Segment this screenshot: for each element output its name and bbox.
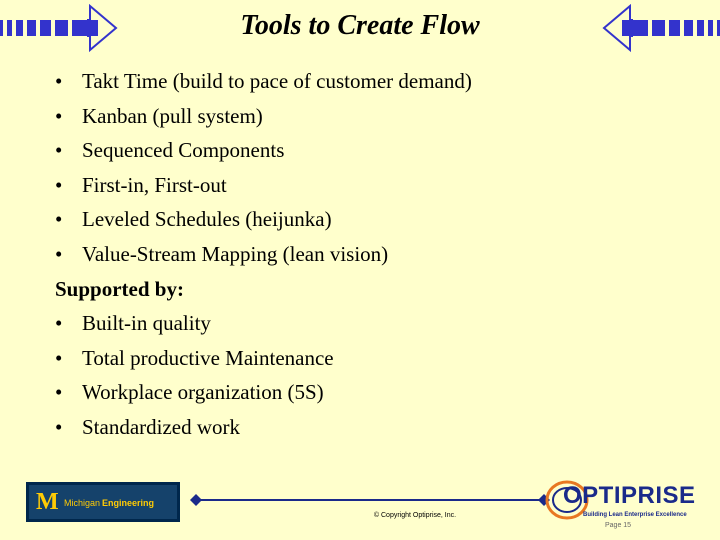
- right-decorative-arrow: [602, 4, 720, 53]
- slide-title: Tools to Create Flow: [240, 10, 480, 41]
- list-item: • Kanban (pull system): [55, 99, 695, 134]
- copyright-text: © Copyright Optiprise, Inc.: [373, 512, 457, 519]
- bullet-icon: •: [55, 207, 63, 232]
- list-item-text: Sequenced Components: [82, 138, 285, 163]
- optiprise-logo: OPTIPRISE Building Lean Enterprise Excel…: [545, 478, 695, 526]
- list-item: • Takt Time (build to pace of customer d…: [55, 64, 695, 99]
- list-item: • Built-in quality: [55, 306, 695, 341]
- list-item: • Standardized work: [55, 410, 695, 445]
- optiprise-wordmark: OPTIPRISE: [563, 482, 696, 509]
- list-item-text: Built-in quality: [82, 311, 211, 336]
- bullet-icon: •: [55, 103, 63, 128]
- list-item: • Value-Stream Mapping (lean vision): [55, 237, 695, 272]
- bullet-icon: •: [55, 138, 63, 163]
- list-item: • Leveled Schedules (heijunka): [55, 202, 695, 237]
- engineering-text: Engineering: [102, 498, 154, 508]
- list-item-text: Standardized work: [82, 414, 241, 439]
- michigan-text: Michigan: [64, 498, 100, 508]
- bullet-icon: •: [55, 380, 63, 405]
- list-item-text: First-in, First-out: [82, 172, 227, 197]
- list-item-text: Total productive Maintenance: [82, 345, 334, 370]
- supported-by-heading: Supported by:: [55, 276, 184, 301]
- list-item-text: Workplace organization (5S): [82, 380, 324, 405]
- list-item-text: Kanban (pull system): [82, 103, 263, 128]
- bullet-icon: •: [55, 172, 63, 197]
- bullet-icon: •: [55, 69, 63, 93]
- bullet-icon: •: [55, 414, 63, 439]
- list-item: • Workplace organization (5S): [55, 375, 695, 410]
- optiprise-tagline: Building Lean Enterprise Excellence: [583, 512, 687, 518]
- list-item: • Sequenced Components: [55, 133, 695, 168]
- list-item-text: Takt Time (build to pace of customer dem…: [82, 69, 472, 93]
- bullet-icon: •: [55, 345, 63, 370]
- list-item-text: Leveled Schedules (heijunka): [82, 207, 332, 232]
- footer-divider-line: [190, 494, 550, 506]
- left-decorative-arrow: [0, 4, 118, 53]
- optiprise-swoosh-icon: [545, 480, 589, 520]
- bullet-icon: •: [55, 241, 63, 266]
- bullet-icon: •: [55, 311, 63, 336]
- slide-content: • Takt Time (build to pace of customer d…: [55, 64, 695, 445]
- list-item: • Total productive Maintenance: [55, 341, 695, 376]
- svg-text:M: M: [36, 489, 59, 515]
- michigan-engineering-logo: M Michigan Engineering: [26, 482, 180, 522]
- page-number: Page 15: [605, 522, 632, 529]
- list-item-text: Value-Stream Mapping (lean vision): [82, 241, 389, 266]
- list-item: • First-in, First-out: [55, 168, 695, 203]
